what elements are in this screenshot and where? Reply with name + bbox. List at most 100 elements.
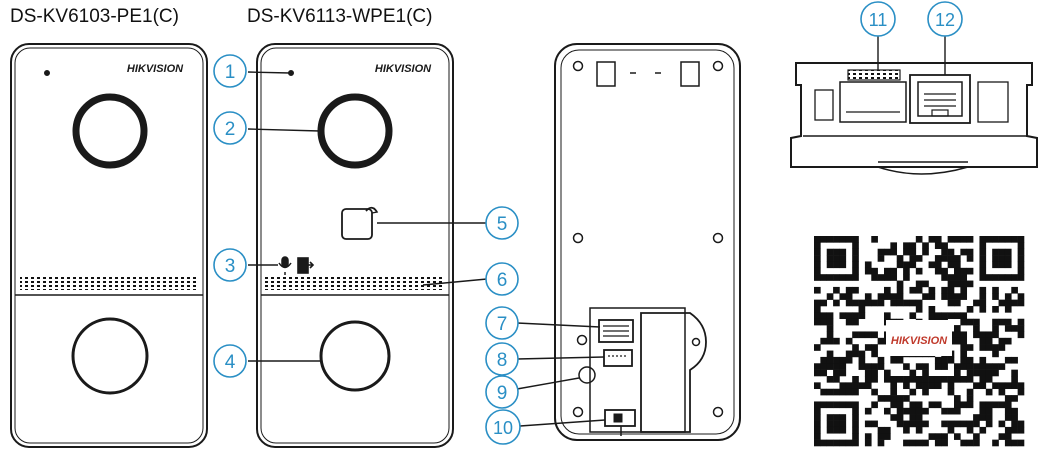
qr-module: [1011, 299, 1018, 307]
qr-module: [934, 267, 942, 275]
back-screw-hole: [578, 366, 596, 384]
qr-module: [992, 363, 999, 370]
callout-11-number: 11: [869, 10, 888, 30]
qr-module: [877, 248, 885, 256]
qr-module: [820, 363, 828, 370]
qr-module: [833, 299, 840, 307]
qr-module: [871, 299, 878, 307]
qr-module: [998, 433, 1006, 440]
qr-module: [826, 439, 834, 447]
qr-module: [826, 401, 834, 409]
qr-module: [839, 255, 847, 262]
qr-module: [992, 344, 999, 351]
qr-module: [909, 376, 917, 383]
qr-module: [909, 420, 917, 428]
qr-module: [1004, 439, 1012, 447]
pe1-camera-lens: [72, 93, 148, 169]
qr-module: [852, 433, 859, 440]
qr-module: [884, 267, 891, 275]
qr-module: [1011, 274, 1018, 281]
qr-module: [1011, 395, 1018, 402]
qr-module: [826, 350, 834, 358]
qr-module: [985, 369, 993, 377]
qr-module: [1004, 236, 1012, 243]
qr-module: [960, 286, 968, 294]
qr-module: [839, 261, 847, 269]
qr-module: [871, 331, 878, 339]
qr-module: [979, 407, 987, 415]
qr-module: [826, 331, 834, 339]
qr-module: [915, 286, 923, 294]
qr-module: [954, 293, 961, 300]
qr-module: [960, 293, 968, 300]
qr-module: [1004, 395, 1012, 402]
qr-module: [960, 312, 968, 320]
qr-module: [871, 344, 878, 351]
qr-module: [947, 236, 955, 243]
qr-module: [909, 414, 917, 421]
qr-module: [960, 439, 968, 447]
pe1-outer-body: [10, 43, 208, 448]
qr-module: [979, 261, 987, 269]
qr-module: [922, 376, 929, 383]
qr-module: [966, 439, 974, 447]
qr-module: [985, 401, 993, 409]
qr-module: [954, 420, 961, 428]
qr-module: [1017, 388, 1025, 396]
qr-module: [814, 369, 821, 377]
qr-module: [877, 255, 885, 262]
qr-module: [998, 382, 1006, 390]
qr-module: [852, 318, 859, 326]
qr-module: [1004, 426, 1012, 434]
qr-module: [845, 299, 853, 307]
callout-7-number: 7: [497, 314, 508, 335]
qr-module: [858, 350, 866, 358]
leader-2: [247, 128, 321, 132]
qr-module: [826, 312, 834, 320]
qr-module: [992, 261, 999, 269]
callout-5-number: 5: [497, 214, 508, 235]
qr-module: [979, 306, 987, 313]
qr-module: [985, 236, 993, 243]
qr-module: [820, 274, 828, 281]
qr-module: [954, 433, 961, 440]
qr-module: [909, 255, 917, 262]
qr-module: [954, 255, 961, 262]
qr-module: [845, 312, 853, 320]
qr-module: [814, 255, 821, 262]
qr-module: [1011, 236, 1018, 243]
qr-module: [839, 236, 847, 243]
qr-module: [826, 363, 834, 370]
qr-module: [941, 274, 948, 281]
qr-module: [839, 293, 847, 300]
bottom-wiring-terminal: [847, 69, 901, 81]
qr-module: [820, 356, 828, 364]
qr-module: [998, 337, 1006, 345]
qr-module: [858, 312, 866, 320]
qr-module: [960, 350, 968, 358]
qr-module: [833, 337, 840, 345]
qr-module: [845, 337, 853, 345]
qr-module: [890, 395, 898, 402]
qr-module: [960, 267, 968, 275]
door-icon: [297, 257, 315, 274]
qr-module: [973, 331, 980, 339]
qr-module: [979, 293, 987, 300]
qr-module: [826, 420, 834, 428]
qr-module: [928, 433, 936, 440]
qr-module: [934, 401, 942, 409]
qr-module: [973, 382, 980, 390]
qr-module: [884, 369, 891, 377]
qr-module: [960, 420, 968, 428]
qr-module: [871, 350, 878, 358]
qr-module: [903, 407, 910, 415]
qr-logo: HIKVISION: [891, 335, 948, 347]
qr-module: [852, 414, 859, 421]
qr-module: [877, 439, 885, 447]
qr-module: [973, 369, 980, 377]
callout-6: 6: [485, 262, 519, 296]
qr-module: [973, 318, 980, 326]
qr-module: [877, 356, 885, 364]
qr-module: [909, 299, 917, 307]
qr-module: [1017, 382, 1025, 390]
